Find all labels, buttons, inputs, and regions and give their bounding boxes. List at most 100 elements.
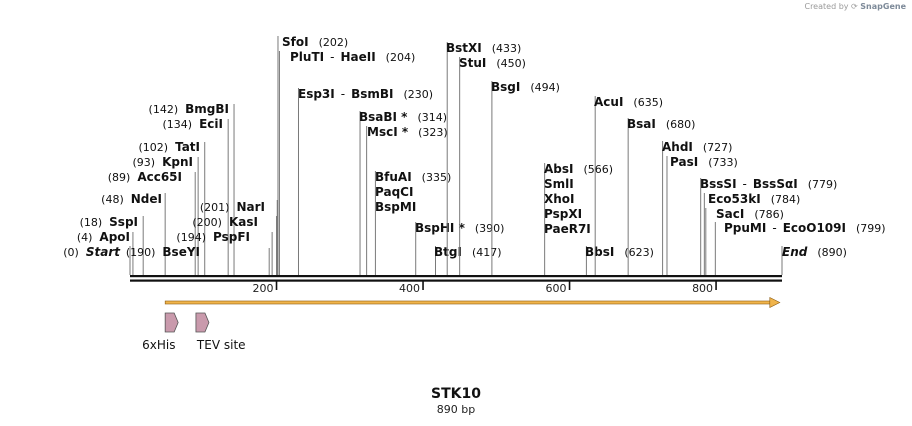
enzyme-name: AhdI(727) [662, 140, 732, 154]
cut-site-position: (102) [138, 141, 168, 154]
enzyme-name: NdeI [131, 192, 162, 206]
cut-site-position: (48) [101, 193, 124, 206]
feature[interactable]: 6xHis [142, 312, 179, 352]
enzyme-name: MscI *(323) [367, 125, 448, 139]
cut-site[interactable]: BssSI-BssSαI(779) [0, 0, 837, 275]
enzyme-name: BssSI-BssSαI(779) [700, 177, 837, 191]
cut-site[interactable]: Eco53kI(784) [703, 192, 800, 275]
enzyme-name: AbsI(566) [544, 162, 613, 176]
enzyme-name: BbsI(623) [585, 245, 654, 259]
ruler-tick-label: 400 [399, 282, 420, 295]
ruler-tick-label: 200 [253, 282, 274, 295]
cut-site[interactable]: PluTI-HaeII(204) [0, 0, 415, 275]
cut-site[interactable]: ApoI (4) [77, 230, 134, 275]
enzyme-name: BstXI(433) [446, 41, 521, 55]
cut-site-position: (201) [200, 201, 230, 214]
enzyme-name: KpnI [162, 155, 193, 169]
enzyme-name: Acc65I [137, 170, 182, 184]
cut-site[interactable]: BsaBI *(314) [359, 110, 447, 275]
enzyme-name: Eco53kI(784) [708, 192, 800, 206]
sequence-length: 890 bp [436, 403, 476, 416]
cut-site[interactable]: BsaI(680) [627, 117, 695, 275]
enzyme-name: BfuAI(335) [375, 170, 451, 184]
ruler: 200 400 600 800 [253, 281, 717, 295]
enzyme-name: BspMI [375, 200, 416, 214]
enzyme-name: BseYI [162, 245, 200, 259]
cut-site[interactable]: End(890) [781, 245, 847, 275]
backbone [130, 275, 782, 282]
sequence-title-block: STK10 890 bp [0, 386, 912, 416]
enzyme-name: SspI [109, 215, 138, 229]
enzyme-name: Esp3I-BsmBI(230) [298, 87, 433, 101]
cut-site[interactable]: PspFI (194) [176, 230, 273, 275]
cut-site[interactable]: SfoI(202) [277, 35, 348, 275]
enzyme-name: BtgI(417) [434, 245, 502, 259]
enzyme-name: PaeR7I [544, 222, 591, 236]
cut-site[interactable]: BspHI *(390) [415, 221, 504, 275]
ruler-tick-label: 800 [692, 282, 713, 295]
enzyme-name: SacI(786) [716, 207, 784, 221]
cut-site-position: (0) [63, 246, 79, 259]
cut-site-position: (4) [77, 231, 93, 244]
enzyme-name: EciI [199, 117, 223, 131]
enzyme-name: BsgI(494) [491, 80, 560, 94]
enzyme-name: BsaBI *(314) [359, 110, 447, 124]
cut-site[interactable]: MscI *(323) [366, 125, 448, 275]
cut-site-position: (93) [133, 156, 156, 169]
enzyme-name: PpuMI-EcoO109I(799) [724, 221, 886, 235]
enzyme-name: PasI(733) [670, 155, 738, 169]
cut-site[interactable]: SspI (18) [80, 215, 144, 275]
cut-site[interactable]: NarI (201) [200, 200, 278, 275]
enzyme-name: PaqCI [375, 185, 413, 199]
cut-site[interactable]: KasI(200) [192, 215, 278, 275]
cut-site[interactable]: StuI(450) [459, 56, 526, 275]
cut-site[interactable]: SacI(786) [705, 207, 784, 275]
cut-site[interactable]: PpuMI-EcoO109I(799) [0, 0, 886, 275]
cut-site[interactable]: BsgI(494) [491, 80, 560, 275]
cut-site[interactable]: BmgBI (142) [149, 102, 235, 275]
enzyme-name: AcuI(635) [594, 95, 663, 109]
cut-site[interactable]: BseYI (190) [126, 245, 270, 275]
cut-site[interactable]: PasI(733) [666, 155, 738, 275]
cut-site[interactable]: BbsI(623) [585, 245, 654, 275]
feature-arrow-icon [195, 312, 210, 333]
enzyme-name: BmgBI [185, 102, 229, 116]
cut-site[interactable]: BtgI(417) [434, 245, 502, 275]
feature-arrow-icon [164, 312, 179, 333]
cut-site[interactable]: BstXI(433) [446, 41, 521, 275]
orf-arrow[interactable] [164, 297, 781, 308]
cut-site[interactable]: TatI (102) [138, 140, 206, 275]
enzyme-name: StuI(450) [459, 56, 526, 70]
cut-site[interactable]: NdeI (48) [101, 192, 166, 275]
cut-site[interactable]: KpnI (93) [133, 155, 199, 275]
cut-site-position: (142) [149, 103, 179, 116]
enzyme-name: NarI [236, 200, 265, 214]
cut-site[interactable]: EciI (134) [163, 117, 229, 275]
enzyme-name: Start [86, 245, 121, 259]
feature[interactable]: TEV site [195, 312, 246, 352]
cut-site[interactable]: Esp3I-BsmBI(230) [0, 0, 433, 275]
cut-site-position: (190) [126, 246, 156, 259]
cut-site[interactable]: Acc65I(89) [108, 170, 196, 275]
site-labels: Start (0) ApoI (4) SspI (18) NdeI (48)Acc65I(89… [0, 0, 886, 275]
cut-site[interactable]: AcuI(635) [594, 95, 663, 275]
cut-site-position: (194) [176, 231, 206, 244]
feature-label: TEV site [196, 338, 246, 352]
watermark-brand: SnapGene [860, 2, 906, 11]
enzyme-name: ApoI [99, 230, 130, 244]
enzyme-name: KasI [229, 215, 258, 229]
enzyme-name: PspXI [544, 207, 582, 221]
cut-site-position: (134) [163, 118, 193, 131]
ruler-tick-label: 600 [546, 282, 567, 295]
enzyme-name: TatI [175, 140, 200, 154]
cut-site-position: (18) [80, 216, 103, 229]
cut-site[interactable]: Start (0) [63, 245, 131, 275]
sequence-name: STK10 [431, 386, 481, 402]
enzyme-name: XhoI [544, 192, 575, 206]
enzyme-name: PspFI [213, 230, 250, 244]
enzyme-name: BsaI(680) [627, 117, 695, 131]
cut-site[interactable]: AhdI(727) [662, 140, 732, 275]
